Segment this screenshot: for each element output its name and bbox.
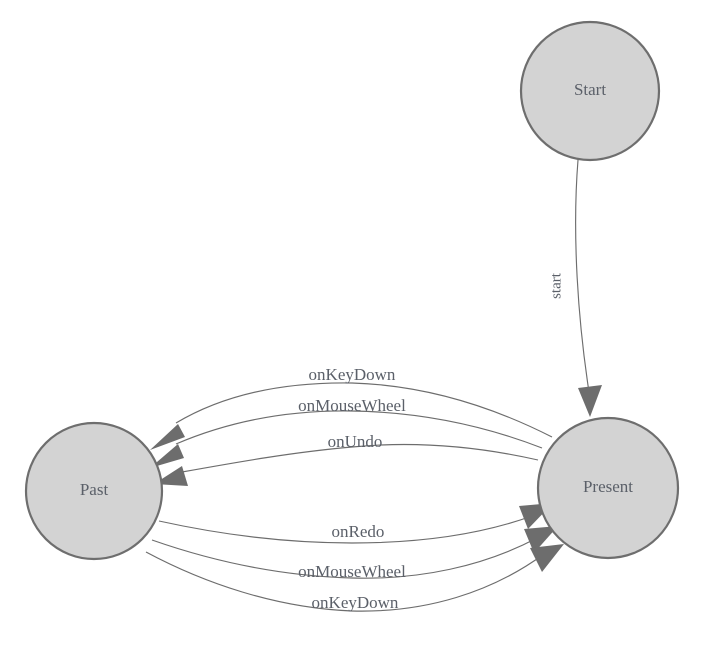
node-start-circle	[519, 20, 661, 162]
edge-label-present-to-past-onmousewheel: onMouseWheel	[298, 396, 406, 415]
node-present-label: Present	[583, 477, 633, 496]
edge-past-to-present-onredo[interactable]: onRedo	[158, 503, 553, 544]
edge-past-to-present-onredo-path	[158, 515, 533, 544]
edge-past-to-present-onkeydown-path	[145, 551, 545, 612]
edge-past-to-present-onmousewheel-arrowhead	[524, 526, 558, 553]
node-present-circle	[536, 416, 680, 560]
edge-label-past-to-present-onredo: onRedo	[332, 522, 385, 541]
node-past-circle	[24, 421, 164, 561]
edge-present-to-past-onmousewheel-arrowhead	[150, 444, 184, 468]
edge-past-to-present-onkeydown-arrowhead	[530, 544, 564, 572]
edge-label-start: start	[548, 272, 564, 299]
node-start-label: Start	[574, 80, 606, 99]
node-start[interactable]: Start	[519, 20, 661, 162]
edge-present-to-past-onmousewheel[interactable]: onMouseWheel	[150, 396, 543, 468]
edge-label-present-to-past-onundo: onUndo	[328, 432, 383, 451]
edge-label-past-to-present-onkeydown: onKeyDown	[312, 593, 399, 612]
node-present[interactable]: Present	[536, 416, 680, 560]
edge-present-to-past-onundo-path	[181, 443, 539, 473]
edge-past-to-present-onmousewheel[interactable]: onMouseWheel	[151, 526, 558, 581]
edge-present-to-past-onkeydown-path	[175, 382, 553, 438]
node-past[interactable]: Past	[24, 421, 164, 561]
edge-start-to-present-arrowhead	[578, 385, 602, 417]
edge-past-to-present-onmousewheel-path	[151, 537, 538, 579]
edge-past-to-present-onkeydown[interactable]: onKeyDown	[145, 544, 564, 612]
edge-start-to-present[interactable]: start	[548, 159, 602, 417]
edge-label-present-to-past-onkeydown: onKeyDown	[309, 365, 396, 384]
edge-present-to-past-onkeydown[interactable]: onKeyDown	[150, 365, 553, 450]
edge-label-past-to-present-onmousewheel: onMouseWheel	[298, 562, 406, 581]
node-past-label: Past	[80, 480, 109, 499]
edge-present-to-past-onmousewheel-path	[175, 410, 543, 449]
edge-present-to-past-onkeydown-arrowhead	[150, 424, 185, 450]
edge-start-to-present-path	[575, 159, 590, 393]
edge-present-to-past-onundo[interactable]: onUndo	[154, 432, 539, 486]
edge-present-to-past-onundo-arrowhead	[154, 466, 188, 486]
